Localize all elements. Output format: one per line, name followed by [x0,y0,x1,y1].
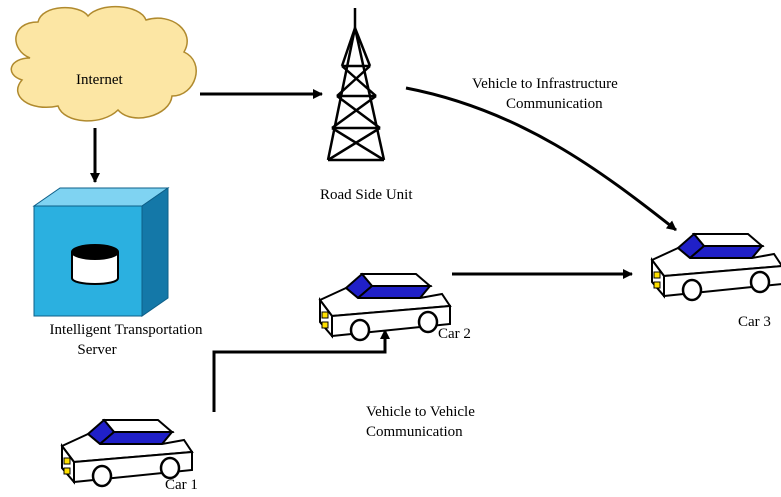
car3-label: Car 3 [738,314,771,330]
server-label-line2: Server [77,342,117,358]
rsu-to-car3-arrow [405,86,677,232]
v2i-label-line2: Communication [506,96,603,112]
car1-label: Car 1 [165,477,198,493]
v2v-label-line1: Vehicle to Vehicle [366,404,475,420]
cloud-icon [10,5,197,122]
car2-label: Car 2 [438,326,471,342]
server-label-line1: Intelligent Transportation [49,322,203,338]
car1-to-car2-arrow [212,329,390,412]
rsu-label: Road Side Unit [320,187,413,203]
car-icon [318,272,452,342]
v2i-label-line1: Vehicle to Infrastructure [472,76,618,92]
v2i-label: Vehicle to Infrastructure Communication [472,74,618,114]
database-cube-icon [32,187,170,317]
v2v-label-line2: Communication [366,424,463,440]
tower-icon [326,8,386,162]
v2v-label: Vehicle to Vehicle Communication [366,402,475,442]
server-label: Intelligent Transportation Server [8,320,244,360]
car-icon [650,232,781,302]
internet-label: Internet [76,72,123,88]
